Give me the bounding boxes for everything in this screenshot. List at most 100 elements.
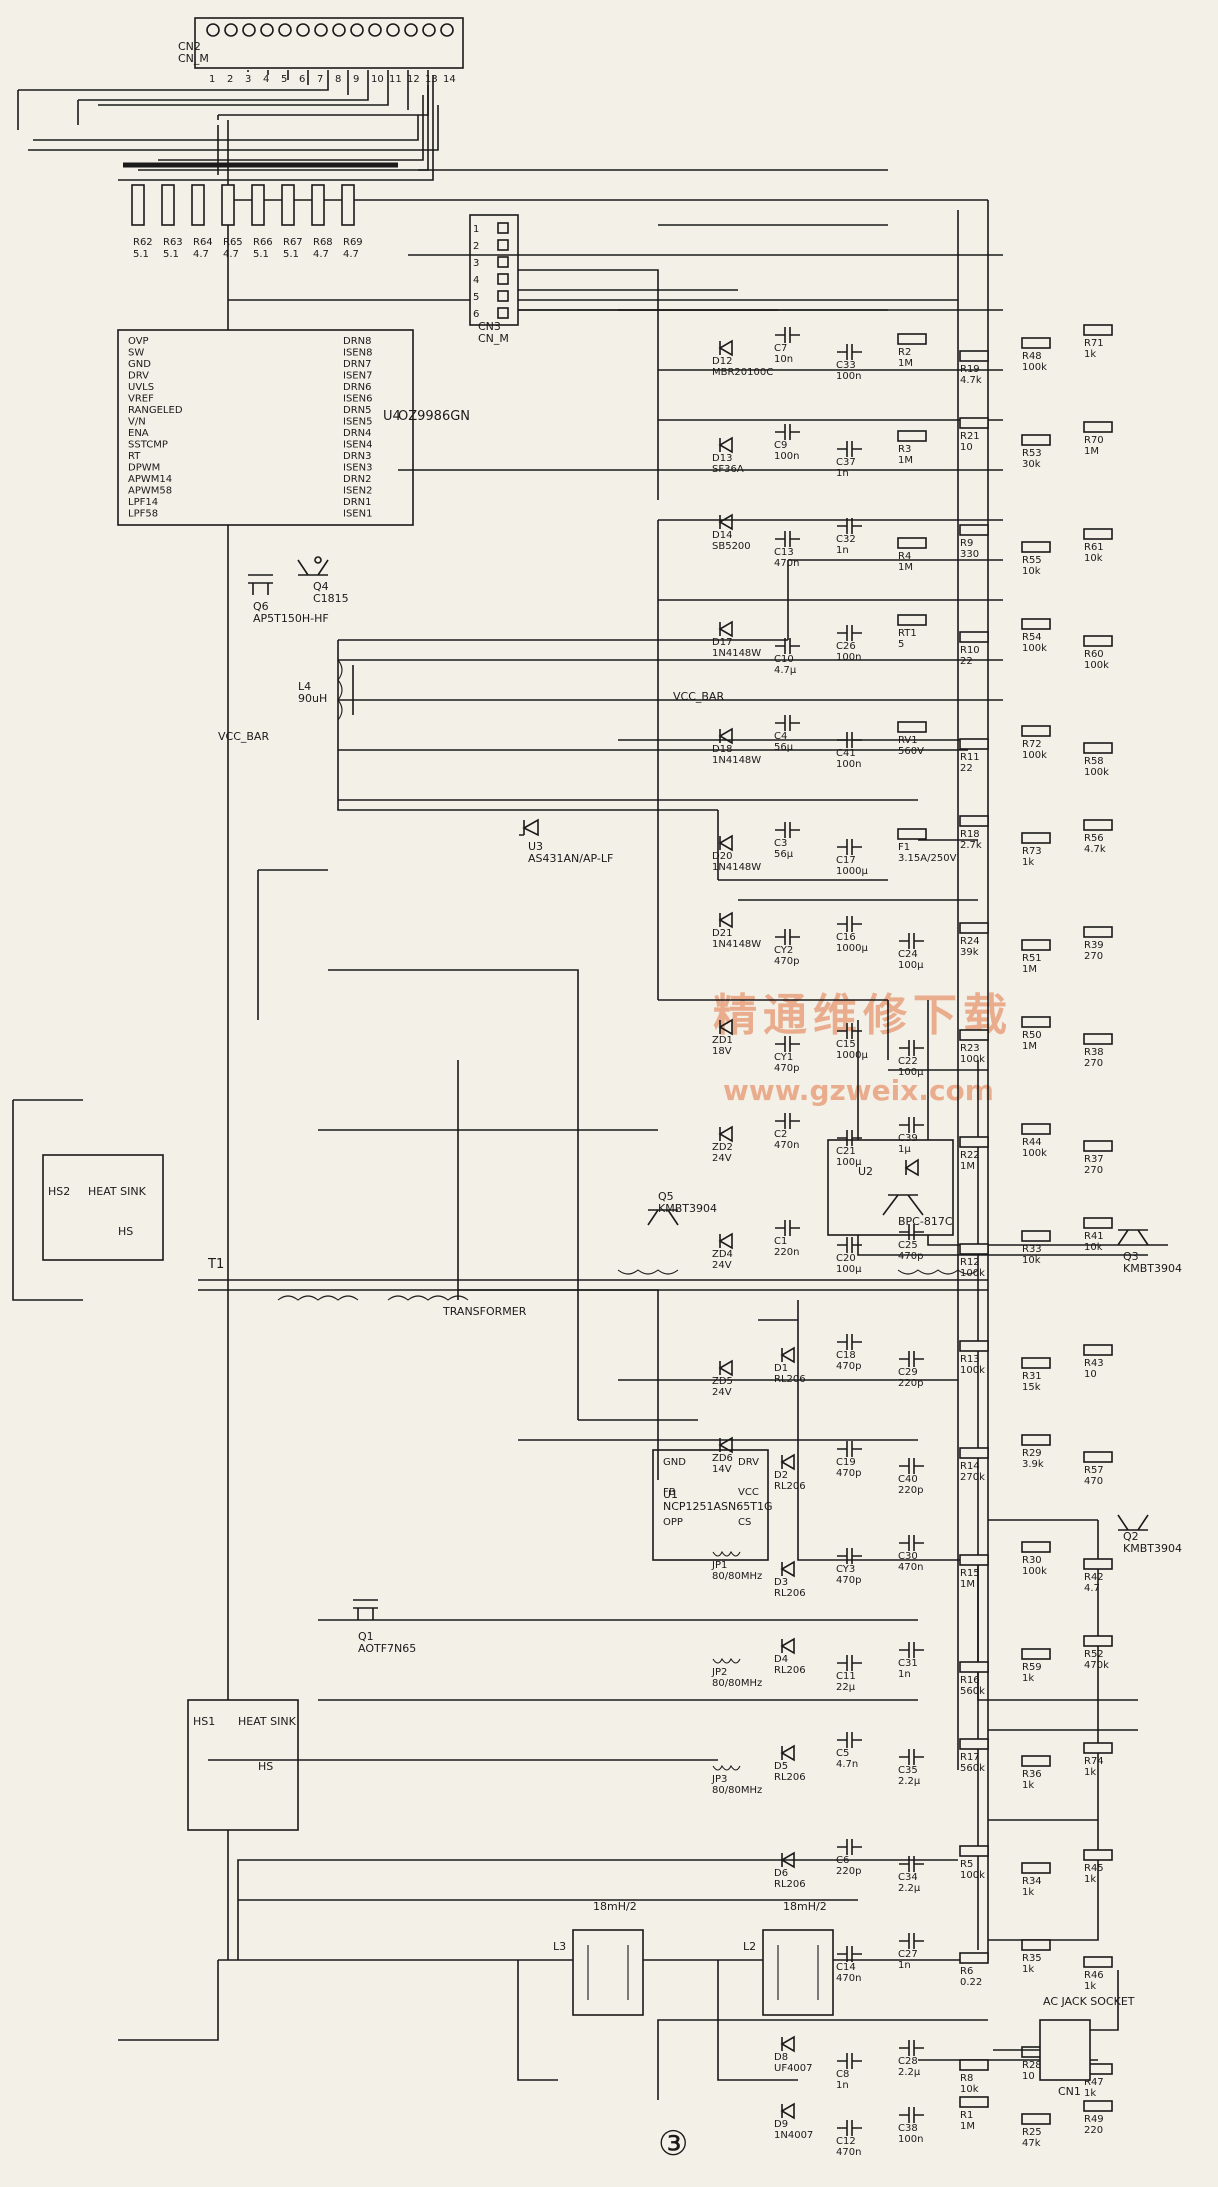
resistor-value: 100k	[1022, 362, 1047, 373]
cn2-pin-hole	[206, 23, 220, 37]
capacitor-ref: C3	[774, 838, 787, 849]
resistor-symbol	[1021, 1357, 1051, 1369]
diode-symbol	[780, 1453, 795, 1471]
resistor-symbol	[1083, 819, 1113, 831]
resistor-value: 100k	[1022, 750, 1047, 761]
capacitor-value: 220p	[898, 1378, 923, 1389]
u1-pin-label: DRV	[738, 1457, 759, 1468]
resistor-value: 100k	[960, 1365, 985, 1376]
diode-ref: D6	[774, 1868, 788, 1879]
capacitor-ref: C38	[898, 2123, 918, 2134]
capacitor-value: 1n	[836, 545, 849, 556]
diode-ref: ZD5	[712, 1376, 733, 1387]
cn2-pin-hole	[296, 23, 310, 37]
u2-part: BPC-817C	[898, 1215, 953, 1228]
capacitor-ref: C27	[898, 1949, 918, 1960]
resistor-symbol	[1021, 618, 1051, 630]
resistor-ref: R74	[1084, 1756, 1104, 1767]
u1-pin-label: OPP	[663, 1517, 683, 1528]
u3-ref: U3	[528, 840, 543, 853]
u4-part: OZ9986GN	[398, 409, 470, 424]
capacitor-value: 1n	[836, 2080, 849, 2091]
resistor-value: 560V	[898, 746, 924, 757]
cn2-pin-number: 1	[209, 74, 215, 85]
u4-pin-label: DRN8	[343, 336, 372, 347]
resistor-value: 270	[1084, 1165, 1103, 1176]
diode-symbol	[718, 513, 733, 531]
resistor-value: 10k	[1022, 566, 1041, 577]
capacitor-symbol	[837, 1334, 862, 1350]
diode-ref: D20	[712, 851, 732, 862]
capacitor-symbol	[775, 1036, 800, 1052]
diode-ref: D9	[774, 2119, 788, 2130]
cn3-ref: CN3	[478, 320, 501, 333]
resistor-value: 15k	[1022, 1382, 1041, 1393]
resistor-ref: R65	[223, 237, 243, 248]
u2-optocoupler: BPC-817C U2	[827, 1139, 954, 1236]
capacitor-value: 100μ	[898, 1067, 924, 1078]
resistor-value: 4.7k	[960, 375, 982, 386]
cn3-pin-hole	[497, 307, 509, 319]
resistor-symbol	[959, 1661, 989, 1673]
capacitor-symbol	[837, 625, 862, 641]
resistor-ref: R3	[898, 444, 911, 455]
q3-transistor: Q3 KMBT3904	[1117, 1229, 1182, 1275]
u1-pin-label: GND	[663, 1457, 686, 1468]
resistor-ref: R49	[1084, 2114, 1104, 2125]
resistor-symbol	[1083, 1140, 1113, 1152]
capacitor-symbol	[775, 638, 800, 654]
capacitor-ref: C31	[898, 1658, 918, 1669]
diode-value: RL206	[774, 1481, 806, 1492]
capacitor-value: 56μ	[774, 742, 794, 753]
diode-value: RL206	[774, 1665, 806, 1676]
diode-symbol	[780, 1346, 795, 1364]
capacitor-ref: C32	[836, 534, 856, 545]
cn2-pin-number: 7	[317, 74, 323, 85]
diode-ref: D3	[774, 1577, 788, 1588]
resistor-ref: R1	[960, 2110, 973, 2121]
capacitor-value: 22μ	[836, 1682, 856, 1693]
diode-value: 1N4148W	[712, 755, 761, 766]
l4-value: 90uH	[298, 692, 327, 705]
resistor-ref: R70	[1084, 435, 1104, 446]
diode-symbol	[718, 339, 733, 357]
resistor-value: 30k	[1022, 459, 1041, 470]
q6-mosfet: Q6 AP5T150H-HF	[248, 574, 329, 625]
capacitor-ref: C4	[774, 731, 787, 742]
cn3-pin-hole	[497, 239, 509, 251]
resistor-ref: RT1	[898, 628, 917, 639]
resistor-symbol	[959, 738, 989, 750]
resistor-ref: R33	[1022, 1244, 1042, 1255]
diode-value: 1N4148W	[712, 648, 761, 659]
capacitor-ref: C34	[898, 1872, 918, 1883]
resistor-value: 270k	[960, 1472, 985, 1483]
resistor-symbol	[1083, 2100, 1113, 2112]
capacitor-value: 470n	[836, 2147, 861, 2158]
resistor-value: 1k	[1022, 1673, 1034, 1684]
resistor-value: 1M	[898, 455, 913, 466]
q5-part: C1815	[313, 592, 349, 605]
capacitor-ref: C29	[898, 1367, 918, 1378]
cn2-pin-number: 13	[425, 74, 438, 85]
resistor-ref: R50	[1022, 1030, 1042, 1041]
diode-symbol	[718, 1232, 733, 1250]
capacitor-ref: C26	[836, 641, 856, 652]
diode-ref: D1	[774, 1363, 788, 1374]
diode-value: 24V	[712, 1153, 732, 1164]
diode-value: 1N4007	[774, 2130, 813, 2141]
capacitor-ref: CY1	[774, 1052, 793, 1063]
cn3-type: CN_M	[478, 332, 509, 345]
u4-pin-label: DRN4	[343, 428, 372, 439]
capacitor-symbol	[899, 1642, 924, 1658]
u4-pin-label: VREF	[128, 394, 154, 405]
resistor-symbol	[959, 1136, 989, 1148]
resistor-value: 1k	[1022, 1780, 1034, 1791]
capacitor-ref: C33	[836, 360, 856, 371]
capacitor-value: 470p	[774, 1063, 799, 1074]
resistor-ref: RV1	[898, 735, 918, 746]
diode-value: RL206	[774, 1588, 806, 1599]
cn2-pin-number: 4	[263, 74, 269, 85]
resistor-symbol	[1083, 1451, 1113, 1463]
